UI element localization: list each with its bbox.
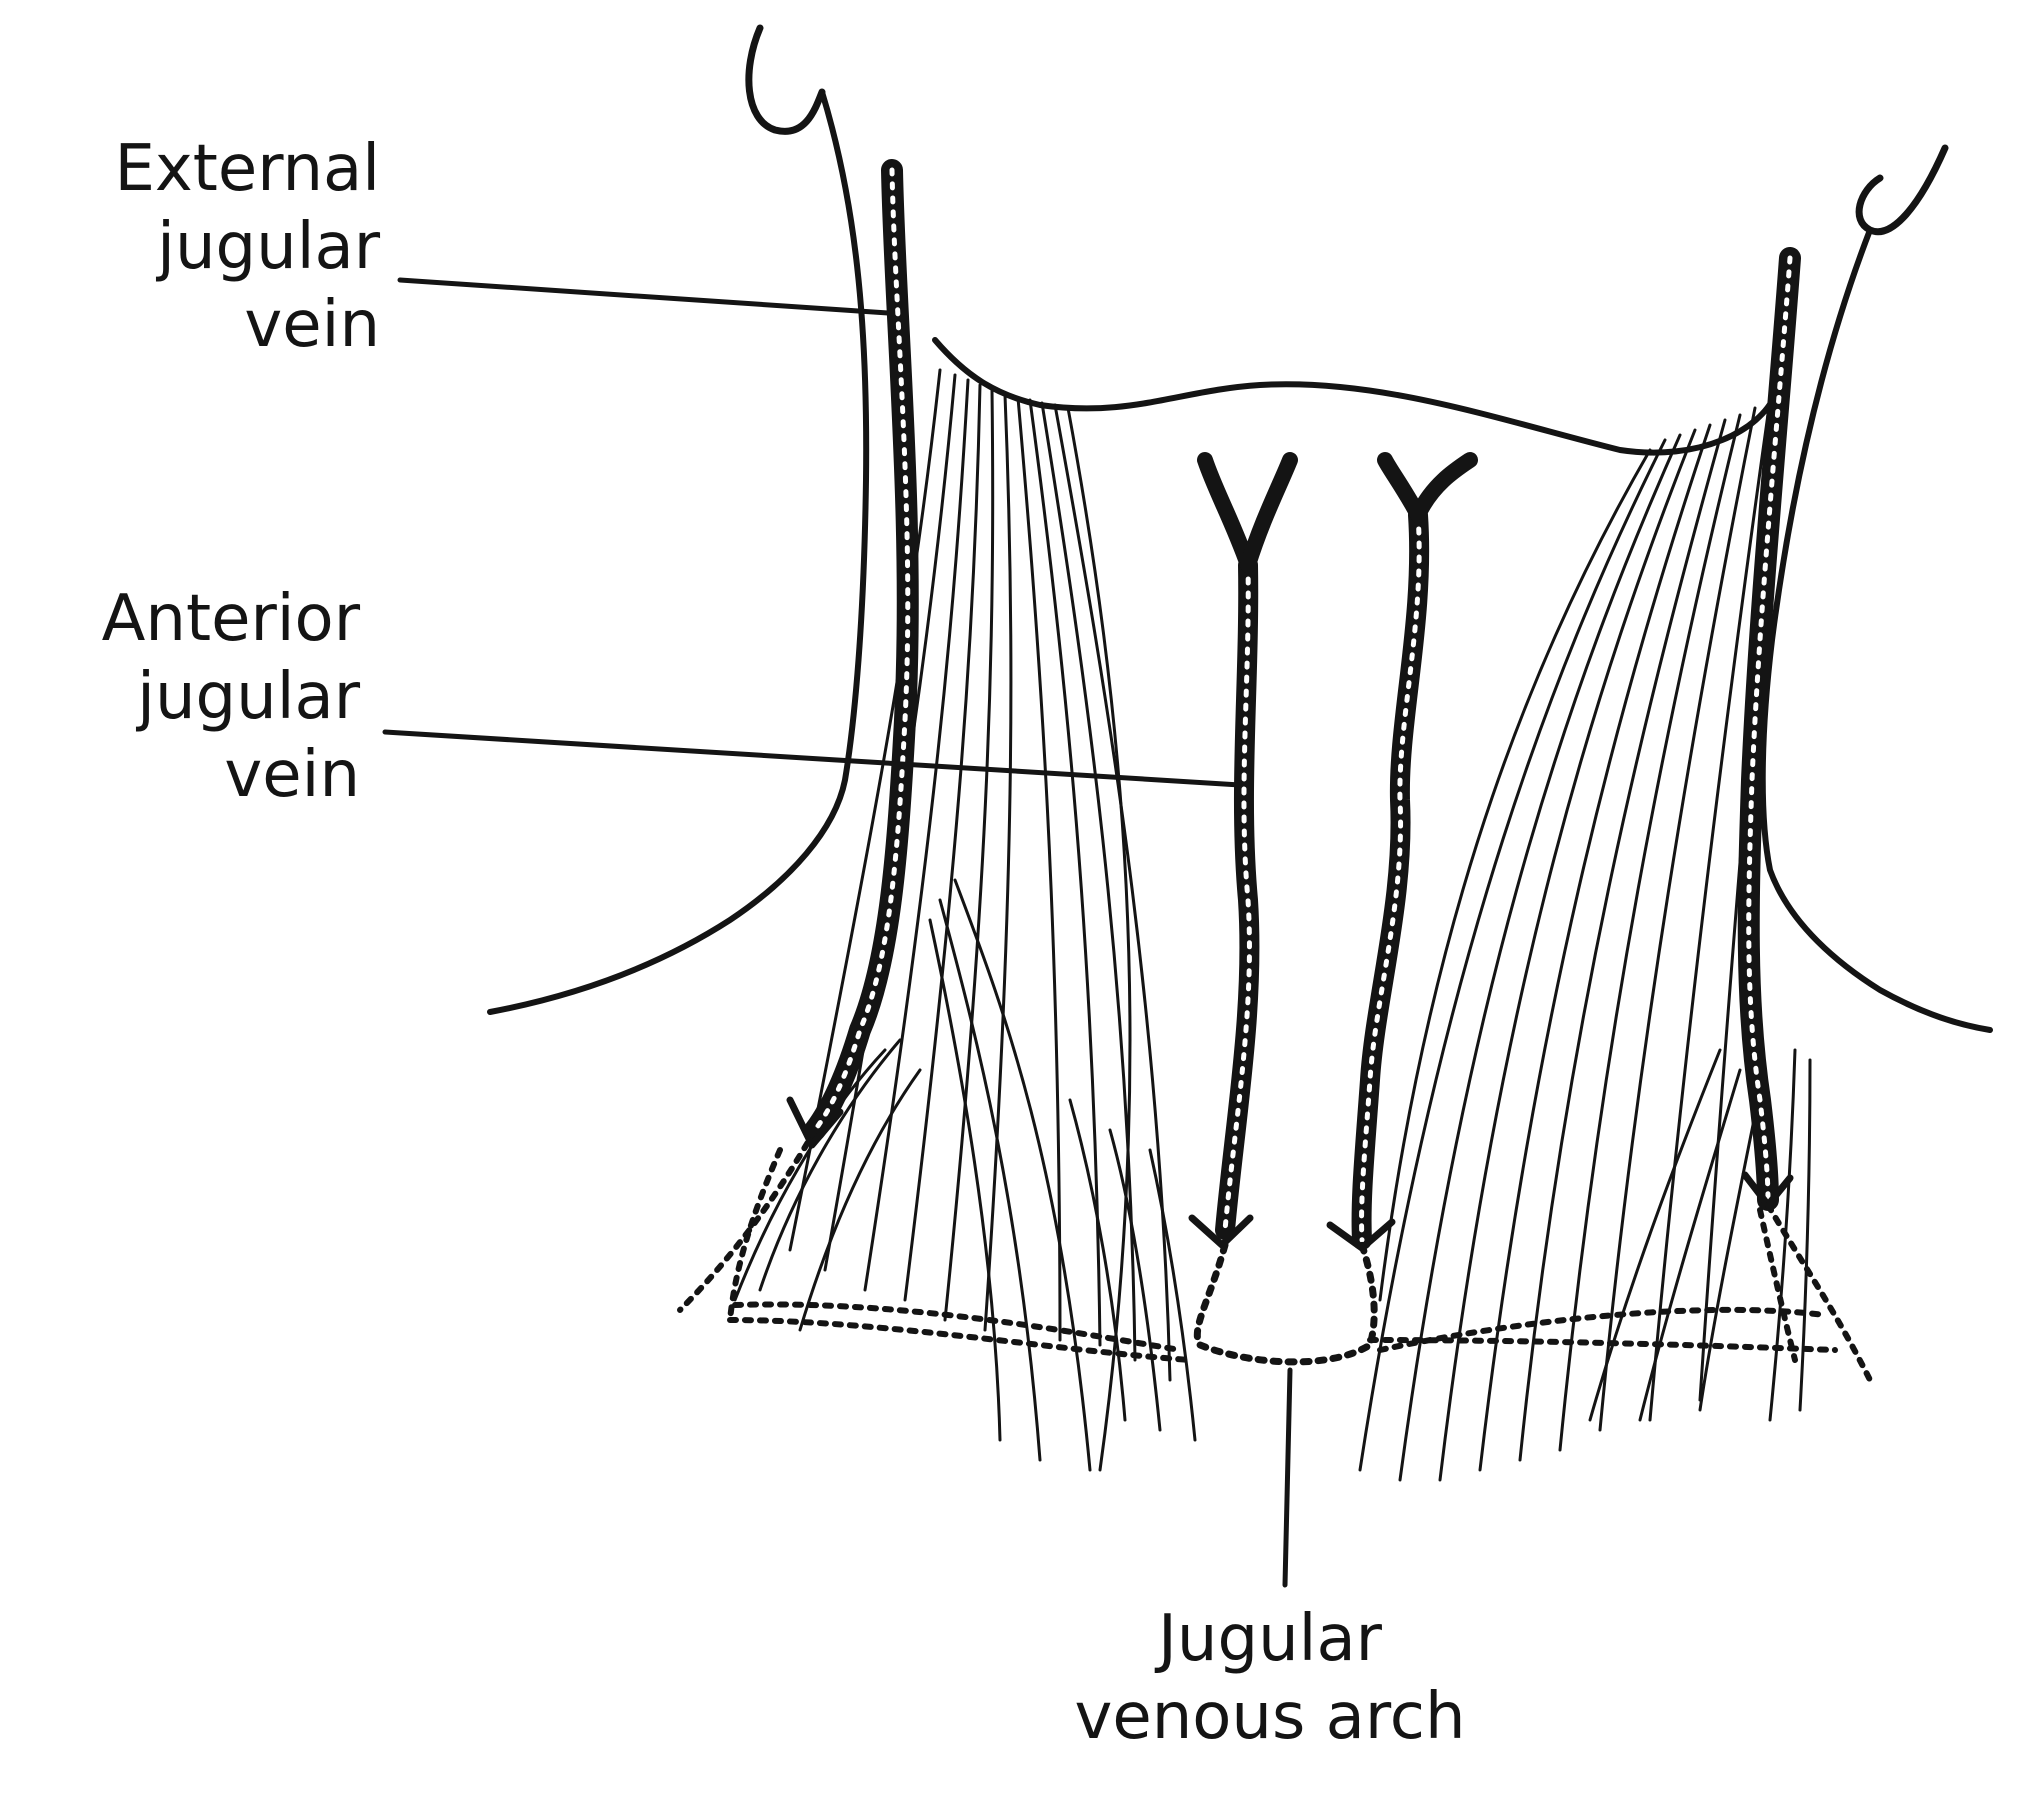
right-anterior-jugular-fork-r — [1410, 452, 1478, 523]
left-neck-outline — [487, 89, 870, 1015]
anterior-jugular-label: Anterior jugular vein — [101, 582, 360, 812]
left-anterior-jugular-fork-r — [1240, 452, 1298, 573]
left-sternocleidomastoid-fibres — [733, 368, 1197, 1472]
right-sternocleidomastoid-fibres — [1358, 393, 1812, 1482]
venous-arch-leader — [1282, 1367, 1293, 1588]
venous-arch-label: Jugular venous arch — [1074, 1602, 1466, 1754]
left-external-jugular-arrow — [786, 1096, 844, 1149]
right-neck-outline — [1759, 227, 1993, 1033]
right-anterior-jugular-vein — [1351, 505, 1430, 1250]
left-anterior-jugular-fork-l — [1197, 452, 1256, 573]
external-jugular-label: External jugular vein — [114, 132, 380, 362]
right-anterior-jugular-fork-l — [1377, 452, 1426, 523]
jugular-venous-arch — [1193, 1241, 1378, 1366]
anterior-jugular-leader — [382, 729, 1243, 788]
dotted-vein-continuations — [677, 1127, 1873, 1383]
right-ear-outline — [1855, 144, 1949, 236]
external-jugular-leader — [397, 277, 891, 316]
left-ear-outline — [745, 24, 826, 135]
